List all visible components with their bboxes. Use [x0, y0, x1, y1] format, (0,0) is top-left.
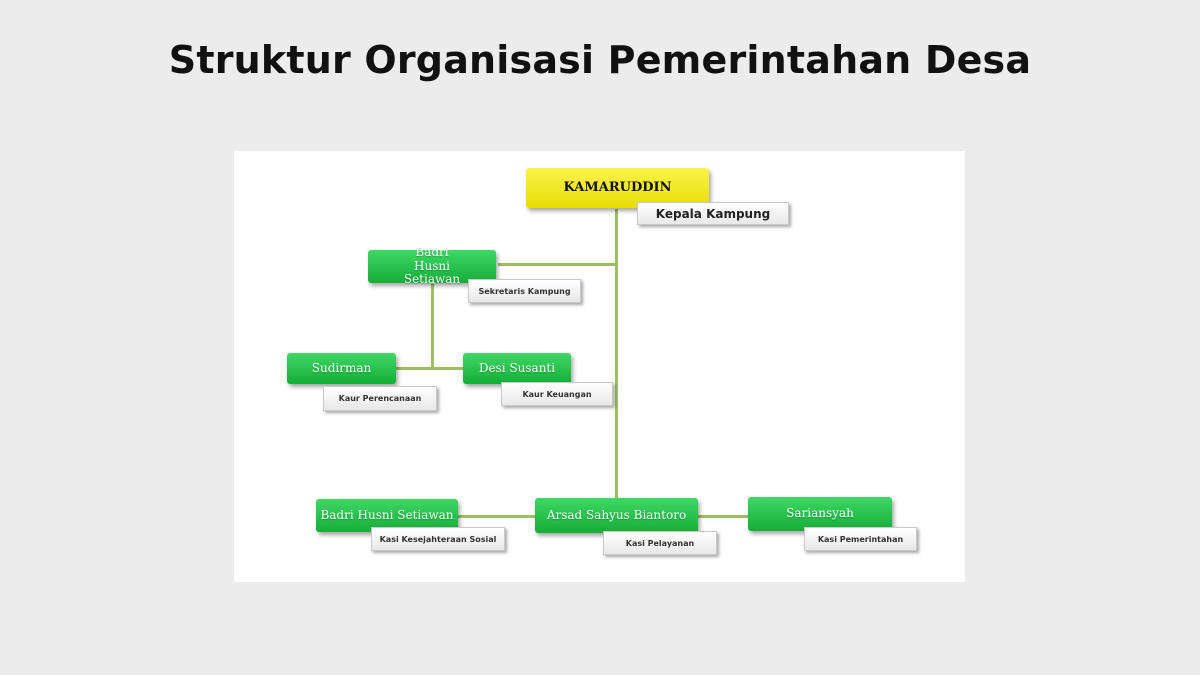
kaur-perencanaan-name-box: Sudirman [287, 353, 396, 384]
page-title: Struktur Organisasi Pemerintahan Desa [168, 38, 1032, 82]
connector-kasi-left [456, 515, 536, 518]
kasi-pelayanan-name-box: Arsad Sahyus Biantoro [535, 498, 698, 533]
secretary-role-label: Sekretaris Kampung [468, 279, 581, 303]
connector-kaur-bar [396, 367, 464, 370]
kasi-kesejahteraan-name-box: Badri Husni Setiawan [316, 499, 458, 532]
kasi-kesejahteraan-role-label: Kasi Kesejahteraan Sosial [371, 527, 505, 551]
connector-secretary-down [431, 284, 434, 368]
connector-secretary-branch [498, 263, 618, 266]
connector-head-trunk [615, 209, 618, 518]
head-name-box: KAMARUDDIN [526, 168, 709, 208]
connector-kasi-right [696, 515, 749, 518]
kasi-pemerintahan-name-box: Sariansyah [748, 497, 892, 531]
kasi-pemerintahan-role-label: Kasi Pemerintahan [804, 527, 917, 551]
kasi-pelayanan-role-label: Kasi Pelayanan [603, 531, 717, 555]
org-chart-panel: KAMARUDDIN Kepala Kampung Badri Husni Se… [234, 151, 965, 582]
kaur-keuangan-name-box: Desi Susanti [463, 353, 571, 384]
secretary-name-box: Badri Husni Setiawan [368, 245, 496, 286]
head-role-label: Kepala Kampung [637, 202, 789, 225]
kaur-perencanaan-role-label: Kaur Perencanaan [323, 386, 437, 411]
kaur-keuangan-role-label: Kaur Keuangan [501, 382, 613, 406]
